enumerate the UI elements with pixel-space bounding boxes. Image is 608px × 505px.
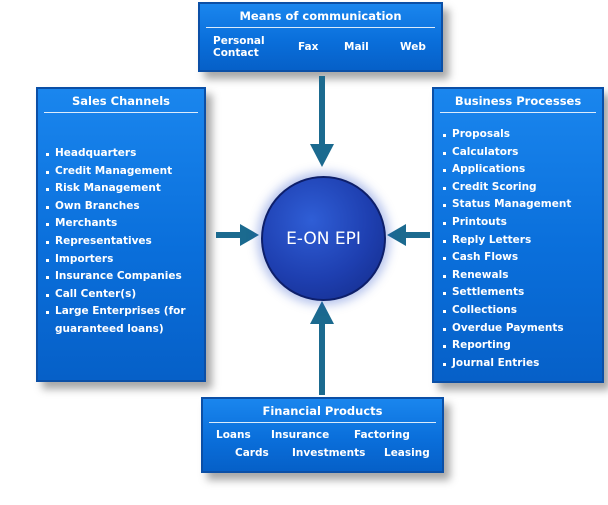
sales-channels-list: Headquarters Credit Management Risk Mana… <box>45 145 198 339</box>
list-item: Headquarters <box>45 145 198 163</box>
business-processes-panel: Business Processes Proposals Calculators… <box>432 87 604 383</box>
e-on-epi-hub: E-ON EPI <box>261 176 386 301</box>
list-item: Collections <box>442 302 596 320</box>
product-item-loans: Loans <box>216 429 251 441</box>
list-item: Renewals <box>442 267 596 285</box>
list-item: Large Enterprises (for guaranteed loans) <box>45 303 198 338</box>
product-item-cards: Cards <box>235 447 269 459</box>
list-item: Settlements <box>442 284 596 302</box>
list-item: Insurance Companies <box>45 268 198 286</box>
arrow-down-icon <box>310 76 334 167</box>
sales-channels-panel: Sales Channels Headquarters Credit Manag… <box>36 87 206 382</box>
means-of-communication-title: Means of communication <box>206 9 435 28</box>
list-item: Call Center(s) <box>45 286 198 304</box>
product-item-leasing: Leasing <box>384 447 430 459</box>
list-item: Credit Scoring <box>442 179 596 197</box>
list-item: Risk Management <box>45 180 198 198</box>
list-item: Overdue Payments <box>442 320 596 338</box>
sales-channels-title: Sales Channels <box>44 94 198 113</box>
financial-products-panel: Financial Products Loans Insurance Facto… <box>201 397 444 473</box>
business-processes-title: Business Processes <box>440 94 596 113</box>
list-item: Proposals <box>442 126 596 144</box>
list-item: Credit Management <box>45 163 198 181</box>
list-item: Merchants <box>45 215 198 233</box>
comm-item-personal-contact: Personal Contact <box>213 35 265 59</box>
list-item: Calculators <box>442 144 596 162</box>
product-item-investments: Investments <box>292 447 366 459</box>
means-of-communication-panel: Means of communication Personal Contact … <box>198 2 443 72</box>
comm-item-fax: Fax <box>298 41 319 53</box>
list-item: Applications <box>442 161 596 179</box>
comm-item-web: Web <box>400 41 426 53</box>
arrow-up-icon <box>310 301 334 395</box>
comm-item-mail: Mail <box>344 41 369 53</box>
list-item: Importers <box>45 251 198 269</box>
list-item: Printouts <box>442 214 596 232</box>
hub-label: E-ON EPI <box>286 228 361 249</box>
arrow-left-icon <box>387 224 430 246</box>
product-item-factoring: Factoring <box>354 429 410 441</box>
list-item: Journal Entries <box>442 355 596 373</box>
product-item-insurance: Insurance <box>271 429 330 441</box>
business-processes-list: Proposals Calculators Applications Credi… <box>442 126 596 372</box>
list-item: Cash Flows <box>442 249 596 267</box>
list-item: Reply Letters <box>442 232 596 250</box>
arrow-right-icon <box>216 224 259 246</box>
list-item: Status Management <box>442 196 596 214</box>
list-item: Reporting <box>442 337 596 355</box>
list-item: Representatives <box>45 233 198 251</box>
list-item: Own Branches <box>45 198 198 216</box>
financial-products-title: Financial Products <box>209 404 436 423</box>
